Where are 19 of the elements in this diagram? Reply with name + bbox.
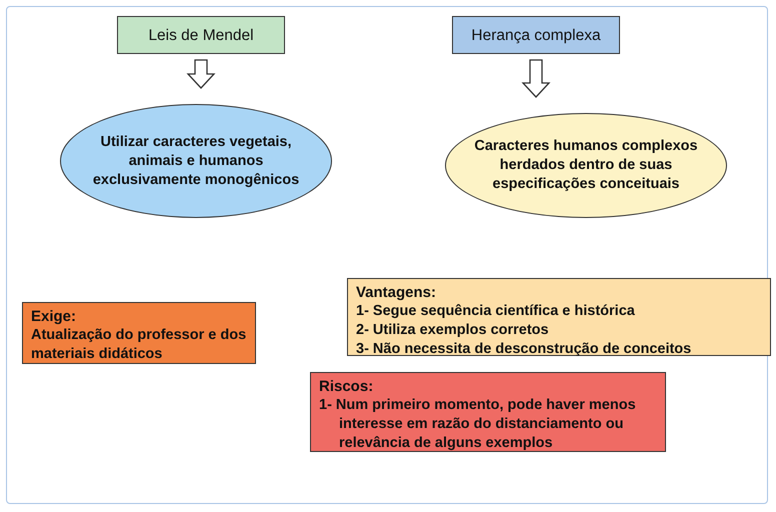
panel-body-text: 2- Utiliza exemplos corretos [356,321,550,340]
panel-body-text: 1- Num primeiro momento, pode haver menos interesse em razão do distanciamento ou relevância de alguns exemplos [319,396,637,453]
panel-body-text: Atualização do professor e dos materiais didáticos [31,326,247,364]
title-box [117,16,285,54]
panel-body-text: 3- Não necessita de desconstrução de conceitos [356,340,692,359]
node-text: Caracteres humanos complexos herdados dentro de suas especificações conceituais [473,137,699,194]
panel-heading: Vantagens: [356,283,438,302]
panel-body-text: 1- Segue sequência científica e histórica [356,302,636,321]
block-arrow [186,59,216,89]
box-title: Leis de Mendel [148,26,254,44]
risks-box [310,372,666,452]
panel-heading: Riscos: [319,377,374,396]
panel-heading: Exige: [31,307,78,326]
block-arrow [522,59,550,98]
box-title: Herança complexa [471,26,601,44]
title-box [452,16,620,54]
requirement-box [22,302,256,364]
advantages-box [347,278,771,356]
node-text: Utilizar caracteres vegetais, animais e humanos exclusivamente monogênicos [92,132,300,190]
